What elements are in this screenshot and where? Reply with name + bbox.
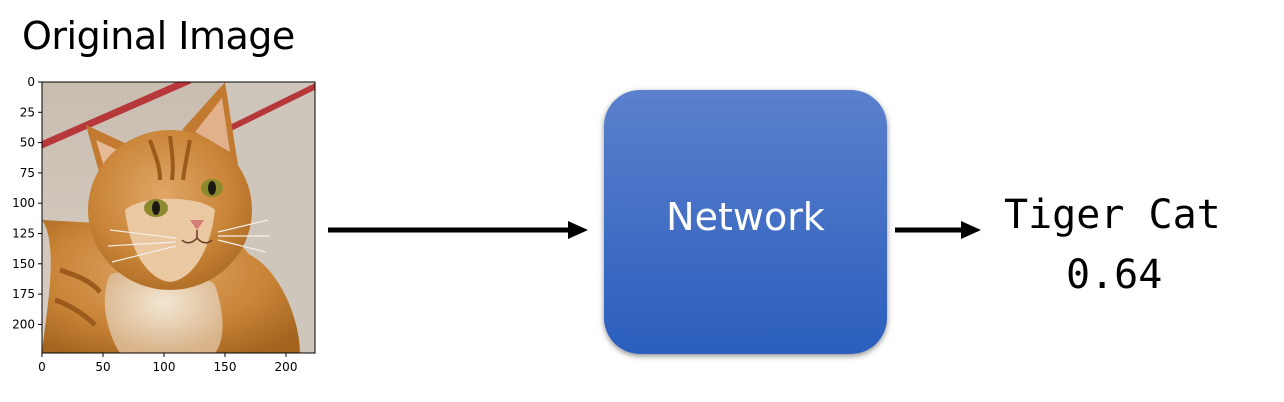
y-tick-label: 200 [12, 317, 35, 331]
prediction-label: Tiger Cat [1004, 192, 1221, 238]
y-axis: 0 25 50 75 100 125 150 175 200 [12, 75, 42, 331]
x-tick-label: 200 [275, 360, 298, 374]
network-box: Network [604, 90, 887, 354]
image-axes-frame [41, 81, 316, 354]
network-label: Network [666, 195, 825, 239]
y-tick-label: 175 [12, 287, 35, 301]
y-tick-label: 75 [20, 166, 35, 180]
prediction-score: 0.64 [1066, 252, 1163, 298]
y-tick-label: 100 [12, 196, 35, 210]
x-tick-label: 100 [153, 360, 176, 374]
y-tick-label: 150 [12, 257, 35, 271]
x-axis: 0 50 100 150 200 [38, 353, 297, 374]
x-tick-label: 0 [38, 360, 46, 374]
original-image-title: Original Image [22, 14, 295, 58]
output-arrow [895, 221, 981, 239]
y-tick-label: 125 [12, 227, 35, 241]
y-tick-label: 25 [20, 105, 35, 119]
y-tick-label: 50 [20, 136, 35, 150]
cat-photo [42, 82, 315, 353]
x-tick-label: 50 [95, 360, 110, 374]
x-tick-label: 150 [214, 360, 237, 374]
original-image-plot: 0 25 50 75 100 125 150 175 200 0 50 100 … [12, 75, 316, 374]
y-tick-label: 0 [27, 75, 35, 89]
input-arrow [328, 221, 588, 239]
